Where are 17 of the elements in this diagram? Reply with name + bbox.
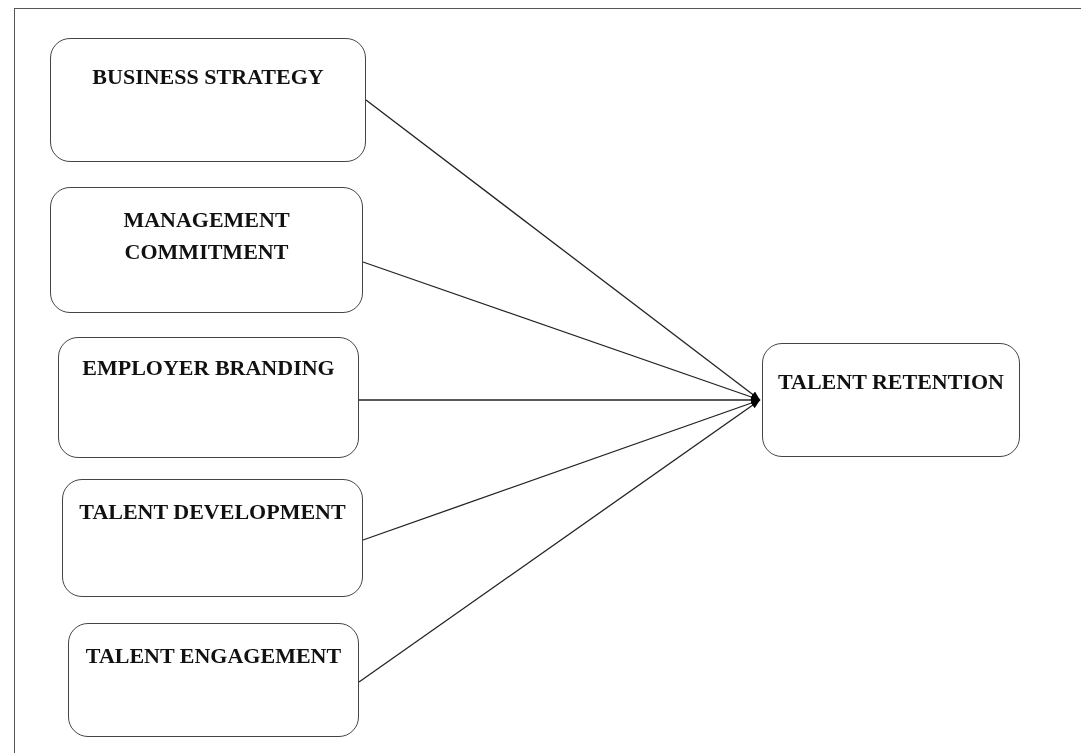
- box-label: TALENT ENGAGEMENT: [84, 642, 343, 670]
- rounded-box: [762, 343, 1020, 457]
- arrow: [362, 261, 761, 401]
- arrow: [362, 399, 761, 541]
- rounded-box: [68, 623, 359, 737]
- arrow: [358, 399, 761, 683]
- rounded-box: [50, 38, 366, 162]
- box-label: EMPLOYER BRANDING: [81, 354, 336, 382]
- rounded-box: [58, 337, 359, 458]
- arrow: [358, 396, 761, 404]
- box-label: TALENT DEVELOPMENT: [78, 498, 347, 526]
- box-label: MANAGEMENT COMMITMENT: [122, 206, 291, 266]
- arrow: [365, 99, 761, 401]
- rounded-box: [50, 187, 363, 313]
- rounded-box: [62, 479, 363, 597]
- box-label: TALENT RETENTION: [777, 368, 1005, 396]
- box-label: BUSINESS STRATEGY: [91, 63, 325, 91]
